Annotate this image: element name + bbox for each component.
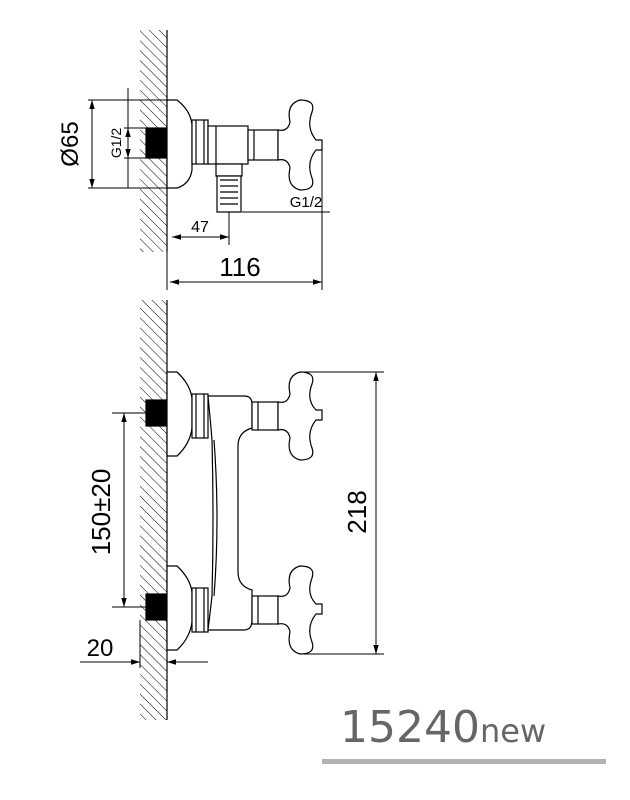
lower-wall-flange (166, 565, 193, 651)
upper-spindle (251, 401, 279, 431)
product-code: 15240new (340, 702, 546, 753)
top-body (207, 125, 249, 165)
wall-label: 20 (87, 635, 114, 662)
front-wall-hatch (140, 300, 167, 720)
front-view (140, 300, 323, 720)
top-cross-handle (277, 99, 323, 191)
lower-nut (191, 587, 209, 633)
top-outlet (215, 163, 243, 177)
lower-cross-handle (277, 565, 323, 655)
offset-label: 47 (191, 219, 209, 236)
top-nut (191, 119, 209, 165)
lower-spindle (251, 595, 279, 625)
top-outlet-thread (216, 175, 242, 213)
upper-wall-flange (166, 371, 193, 457)
top-spindle (247, 129, 279, 161)
product-code-suffix: new (480, 712, 546, 750)
top-dimensions (88, 88, 330, 290)
upper-nut (191, 393, 209, 439)
height-label: 218 (342, 490, 372, 533)
thread-right-label: G1/2 (290, 194, 323, 211)
product-code-number: 15240 (340, 702, 480, 753)
upper-cross-handle (277, 371, 323, 461)
product-code-underline (322, 759, 606, 764)
front-dimensions (80, 371, 384, 668)
top-inlet-thread (145, 127, 168, 159)
spacing-label: 150±20 (86, 469, 116, 556)
diameter-label: Ø65 (57, 121, 84, 166)
top-wall-flange (166, 99, 193, 189)
depth-label: 116 (219, 252, 260, 282)
thread-left-label: G1/2 (108, 128, 124, 159)
mixer-body (207, 395, 253, 631)
top-view (140, 30, 323, 252)
